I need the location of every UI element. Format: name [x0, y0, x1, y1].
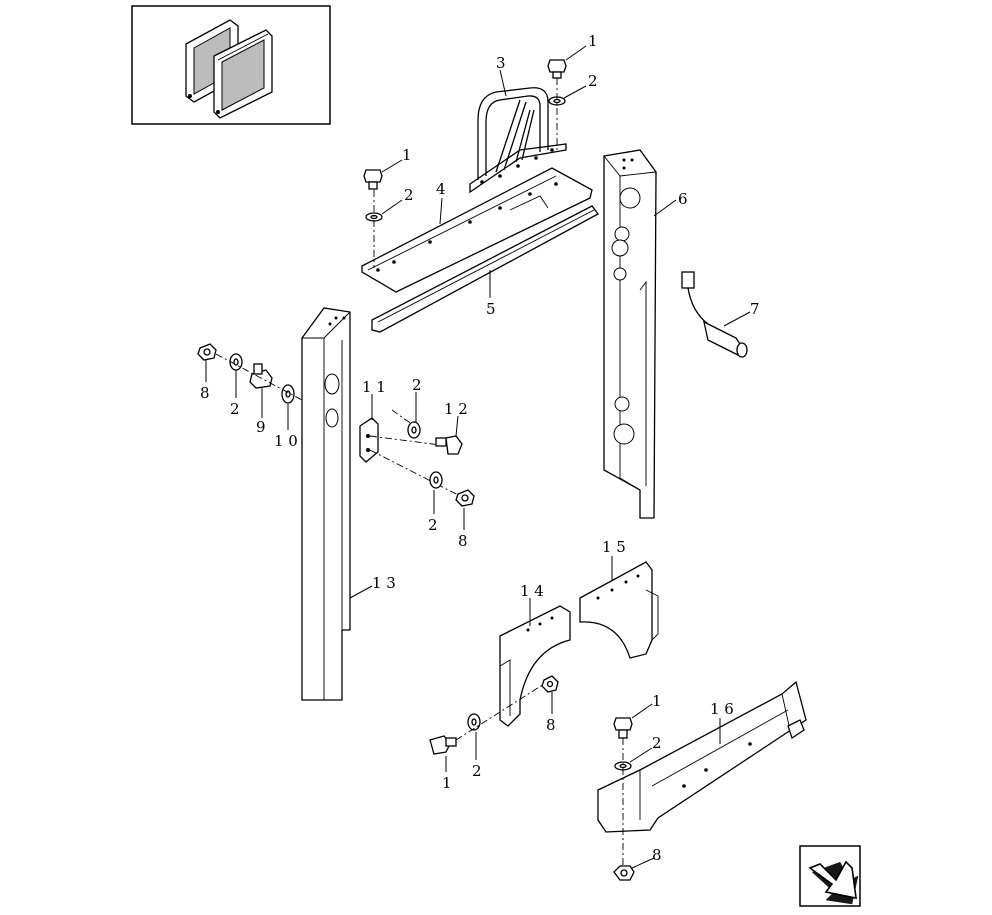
callout-8d: 8	[652, 846, 662, 864]
thumbnail-preview[interactable]	[131, 5, 331, 125]
nut-mid[interactable]	[455, 489, 475, 507]
callout-7: 7	[750, 300, 760, 318]
nut-left[interactable]	[197, 343, 217, 361]
part-5-channel[interactable]	[371, 205, 599, 333]
callout-4: 4	[436, 180, 446, 198]
callout-2g: 2	[652, 734, 662, 752]
callout-1b: 1	[402, 146, 412, 164]
part-14-plate[interactable]	[499, 605, 571, 727]
callout-8c: 8	[546, 716, 556, 734]
part-13-left-upright[interactable]	[301, 307, 351, 701]
washer-bottom-left[interactable]	[467, 713, 481, 731]
nut-bottom-mid[interactable]	[541, 675, 559, 693]
callout-8a: 8	[200, 384, 210, 402]
callout-10: 1 0	[274, 432, 298, 450]
callout-1a: 1	[588, 32, 598, 50]
part-16-step[interactable]	[597, 680, 807, 833]
part-7-sensor[interactable]	[681, 271, 748, 358]
callout-16: 1 6	[710, 700, 734, 718]
callout-2f: 2	[472, 762, 482, 780]
callout-2b: 2	[404, 186, 414, 204]
callout-2e: 2	[428, 516, 438, 534]
bolt-top-left[interactable]	[363, 169, 383, 190]
callout-8b: 8	[458, 532, 468, 550]
callout-1c: 1	[442, 774, 452, 792]
callout-labels: 1 2 3 1 2 4 5 6 7 8 2 9 1 0 1 1 2 1 2 2 …	[200, 32, 760, 864]
callout-5: 5	[486, 300, 496, 318]
callout-9: 9	[256, 418, 266, 436]
nut-bottom-right[interactable]	[613, 865, 635, 881]
callout-15: 1 5	[602, 538, 626, 556]
bolt-12[interactable]	[435, 435, 463, 455]
part-3-handle[interactable]	[469, 87, 567, 194]
callout-13: 1 3	[372, 574, 396, 592]
callout-1d: 1	[652, 692, 662, 710]
washer-10[interactable]	[281, 384, 295, 404]
next-page-arrow-icon[interactable]	[799, 845, 861, 907]
washer-mid-lower[interactable]	[429, 471, 443, 489]
washer-bottom-right[interactable]	[614, 761, 632, 771]
callout-3: 3	[496, 54, 506, 72]
bolt-bottom-left[interactable]	[429, 735, 457, 755]
part-11-small-bracket[interactable]	[359, 417, 379, 463]
callout-12: 1 2	[444, 400, 468, 418]
callout-6: 6	[678, 190, 688, 208]
callout-2d: 2	[412, 376, 422, 394]
callout-2c: 2	[230, 400, 240, 418]
leader-lines	[205, 45, 751, 869]
bolt-bottom-right[interactable]	[613, 717, 633, 739]
part-4-bracket[interactable]	[361, 167, 593, 293]
callout-2a: 2	[588, 72, 598, 90]
callout-14: 1 4	[520, 582, 544, 600]
bolt-top-right[interactable]	[547, 59, 567, 79]
part-6-right-upright[interactable]	[603, 149, 657, 519]
stud-9[interactable]	[249, 363, 273, 389]
callout-11: 1 1	[362, 378, 386, 396]
part-15-plate[interactable]	[579, 561, 659, 659]
washer-mid-upper[interactable]	[407, 421, 421, 439]
